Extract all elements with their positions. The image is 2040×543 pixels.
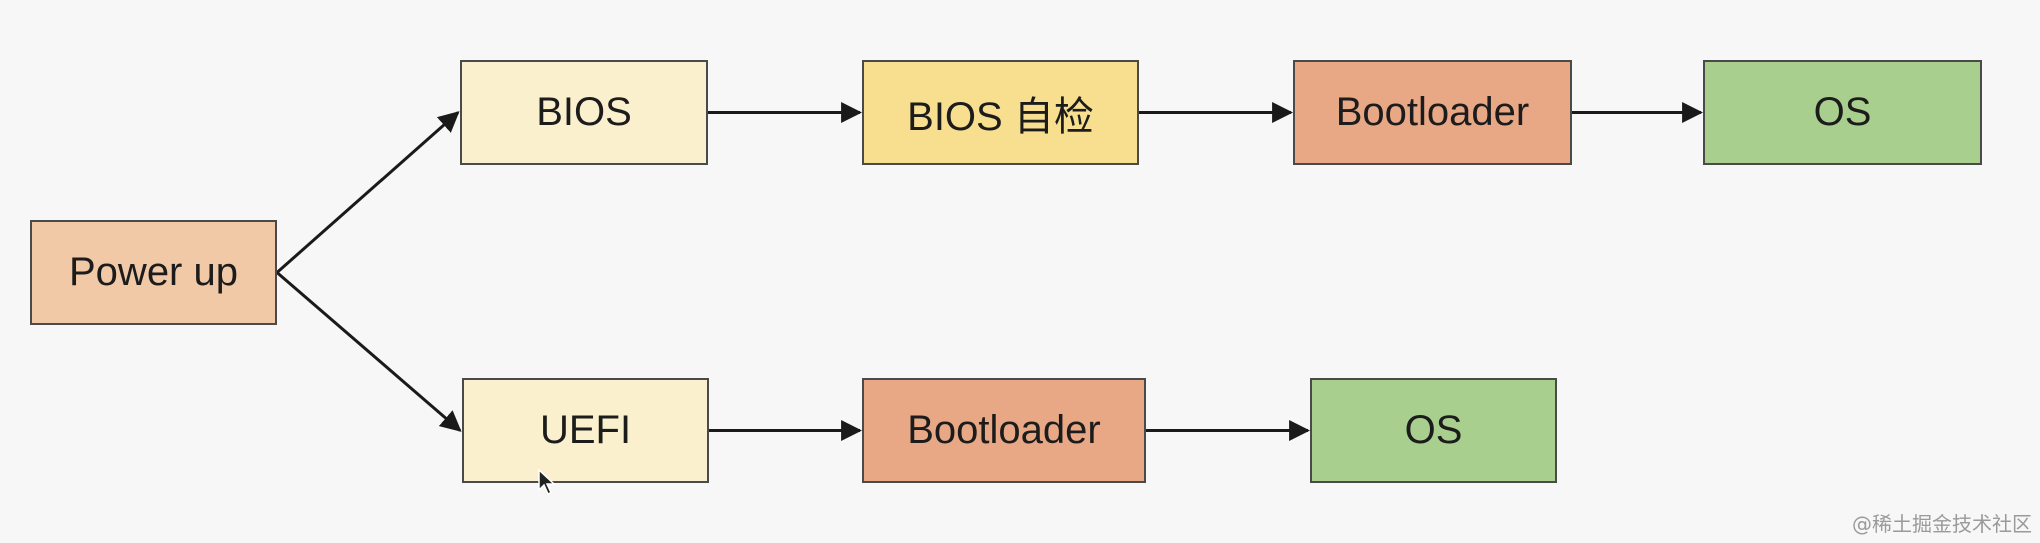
node-bios: BIOS <box>460 60 708 165</box>
node-bios-selftest: BIOS 自检 <box>862 60 1139 165</box>
node-os-bottom: OS <box>1310 378 1557 483</box>
node-uefi: UEFI <box>462 378 709 483</box>
edge-power-up-to-bios <box>276 111 460 274</box>
watermark-text: @稀土掘金技术社区 <box>1852 512 2032 536</box>
node-os-top: OS <box>1703 60 1982 165</box>
node-bootloader-top: Bootloader <box>1293 60 1572 165</box>
node-power-up: Power up <box>30 220 277 325</box>
edge-power-up-to-uefi <box>276 271 462 432</box>
node-bootloader-bottom: Bootloader <box>862 378 1146 483</box>
mouse-pointer-icon <box>538 468 556 496</box>
